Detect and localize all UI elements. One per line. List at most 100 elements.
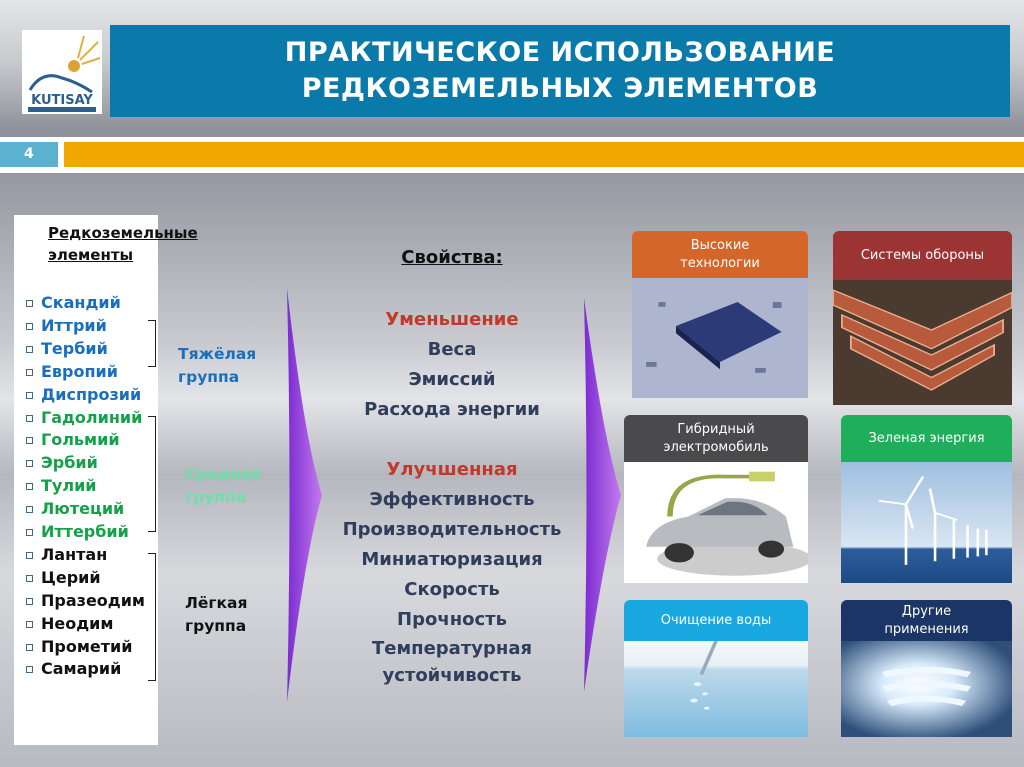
bracket-light [148, 553, 156, 681]
bullet-square-icon [26, 574, 33, 582]
wind-turbines-image [841, 462, 1012, 583]
element-name: Тербий [41, 338, 108, 358]
element-item: Скандий [26, 291, 121, 314]
elements-heading-line-1: Редкоземельные [48, 224, 198, 242]
element-name: Тулий [41, 476, 97, 496]
elements-panel [14, 215, 158, 745]
element-name: Лютеций [41, 499, 125, 519]
application-card: Очищение воды [624, 600, 808, 737]
element-name: Лантан [41, 544, 108, 564]
slide-title: ПРАКТИЧЕСКОЕ ИСПОЛЬЗОВАНИЕ РЕДКОЗЕМЕЛЬНЫ… [110, 25, 1010, 117]
property-item: Расхода энергии [364, 399, 540, 420]
bullet-square-icon [26, 391, 33, 399]
hybrid-car-image [624, 462, 808, 583]
title-line-2: РЕДКОЗЕМЕЛЬНЫХ ЭЛЕМЕНТОВ [301, 73, 819, 104]
element-name: Диспрозий [41, 384, 142, 404]
element-name: Европий [41, 361, 118, 381]
element-name: Неодим [41, 613, 114, 633]
element-name: Гадолиний [41, 407, 143, 427]
element-name: Скандий [41, 293, 121, 312]
bullet-square-icon [26, 322, 33, 330]
elements-heading-line-2: элементы [48, 246, 134, 264]
bullet-square-icon [26, 460, 33, 468]
bullet-square-icon [26, 620, 33, 628]
arrow-right-icon [584, 298, 621, 692]
bracket-medium [148, 416, 156, 532]
accent-bar [64, 142, 1024, 167]
property-item: Скорость [404, 579, 500, 600]
bullet-square-icon [26, 597, 33, 605]
kutisay-logo: KUTISAY [22, 30, 102, 114]
elements-heading: Редкоземельные элементы [48, 222, 198, 266]
properties-heading: Свойства: [401, 247, 503, 268]
bullet-square-icon [26, 300, 33, 307]
improvement-block: Улучшенная Эффективность Производительно… [320, 455, 584, 689]
element-item: Европий [26, 360, 118, 383]
element-item: Празеодим [26, 589, 145, 612]
element-item: Гольмий [26, 428, 120, 451]
element-item: Прометий [26, 635, 132, 658]
bullet-square-icon [26, 529, 33, 536]
property-item: Прочность [397, 609, 507, 630]
bullet-square-icon [26, 506, 33, 514]
water-image [624, 641, 808, 737]
improvement-title: Улучшенная [386, 459, 518, 480]
svg-text:KUTISAY: KUTISAY [31, 93, 93, 108]
element-item: Диспрозий [26, 383, 141, 406]
element-item: Лютеций [26, 497, 124, 520]
element-item: Неодим [26, 612, 113, 635]
element-item: Эрбий [26, 451, 98, 474]
bracket-heavy [148, 320, 156, 367]
element-item: Иттрий [26, 314, 107, 337]
element-name: Самарий [41, 659, 122, 679]
element-item: Лантан [26, 543, 107, 566]
bullet-square-icon [26, 551, 33, 559]
bullet-square-icon [26, 437, 33, 445]
property-item: Температурная [371, 638, 533, 659]
microchip-image [632, 278, 808, 398]
reduction-title: Уменьшение [385, 309, 519, 330]
element-item: Тулий [26, 474, 96, 497]
element-item: Церий [26, 566, 101, 589]
element-name: Церий [41, 567, 101, 587]
property-item: Веса [427, 339, 477, 360]
property-item: Эффективность [369, 489, 535, 510]
bullet-square-icon [26, 345, 33, 353]
element-name: Гольмий [41, 430, 120, 450]
arrow-right-icon [287, 288, 322, 702]
element-name: Празеодим [41, 590, 145, 610]
application-label: Системы обороны [833, 231, 1012, 280]
element-item: Тербий [26, 337, 108, 360]
element-item: Гадолиний [26, 406, 142, 429]
element-name: Иттрий [41, 315, 107, 335]
application-card: Зеленая энергия [841, 415, 1012, 583]
bullet-square-icon [26, 368, 33, 376]
application-label: Зеленая энергия [841, 415, 1012, 462]
light-bulb-image [841, 641, 1012, 737]
property-item: Производительность [342, 519, 562, 540]
element-name: Иттербий [41, 522, 129, 541]
application-card: Системы обороны [833, 231, 1012, 405]
bullet-square-icon [26, 414, 33, 422]
element-name: Прометий [41, 636, 133, 656]
application-label: Очищение воды [624, 600, 808, 641]
title-line-1: ПРАКТИЧЕСКОЕ ИСПОЛЬЗОВАНИЕ [284, 37, 836, 68]
property-item: Эмиссий [408, 369, 496, 390]
copper-sheets-image [833, 280, 1012, 405]
element-item: Иттербий [26, 520, 129, 543]
element-name: Эрбий [41, 453, 98, 473]
reduction-block: Уменьшение Веса Эмиссий Расхода энергии [320, 305, 584, 425]
bullet-square-icon [26, 666, 33, 674]
property-item: устойчивость [382, 665, 522, 686]
bullet-square-icon [26, 643, 33, 651]
element-item: Самарий [26, 657, 121, 680]
